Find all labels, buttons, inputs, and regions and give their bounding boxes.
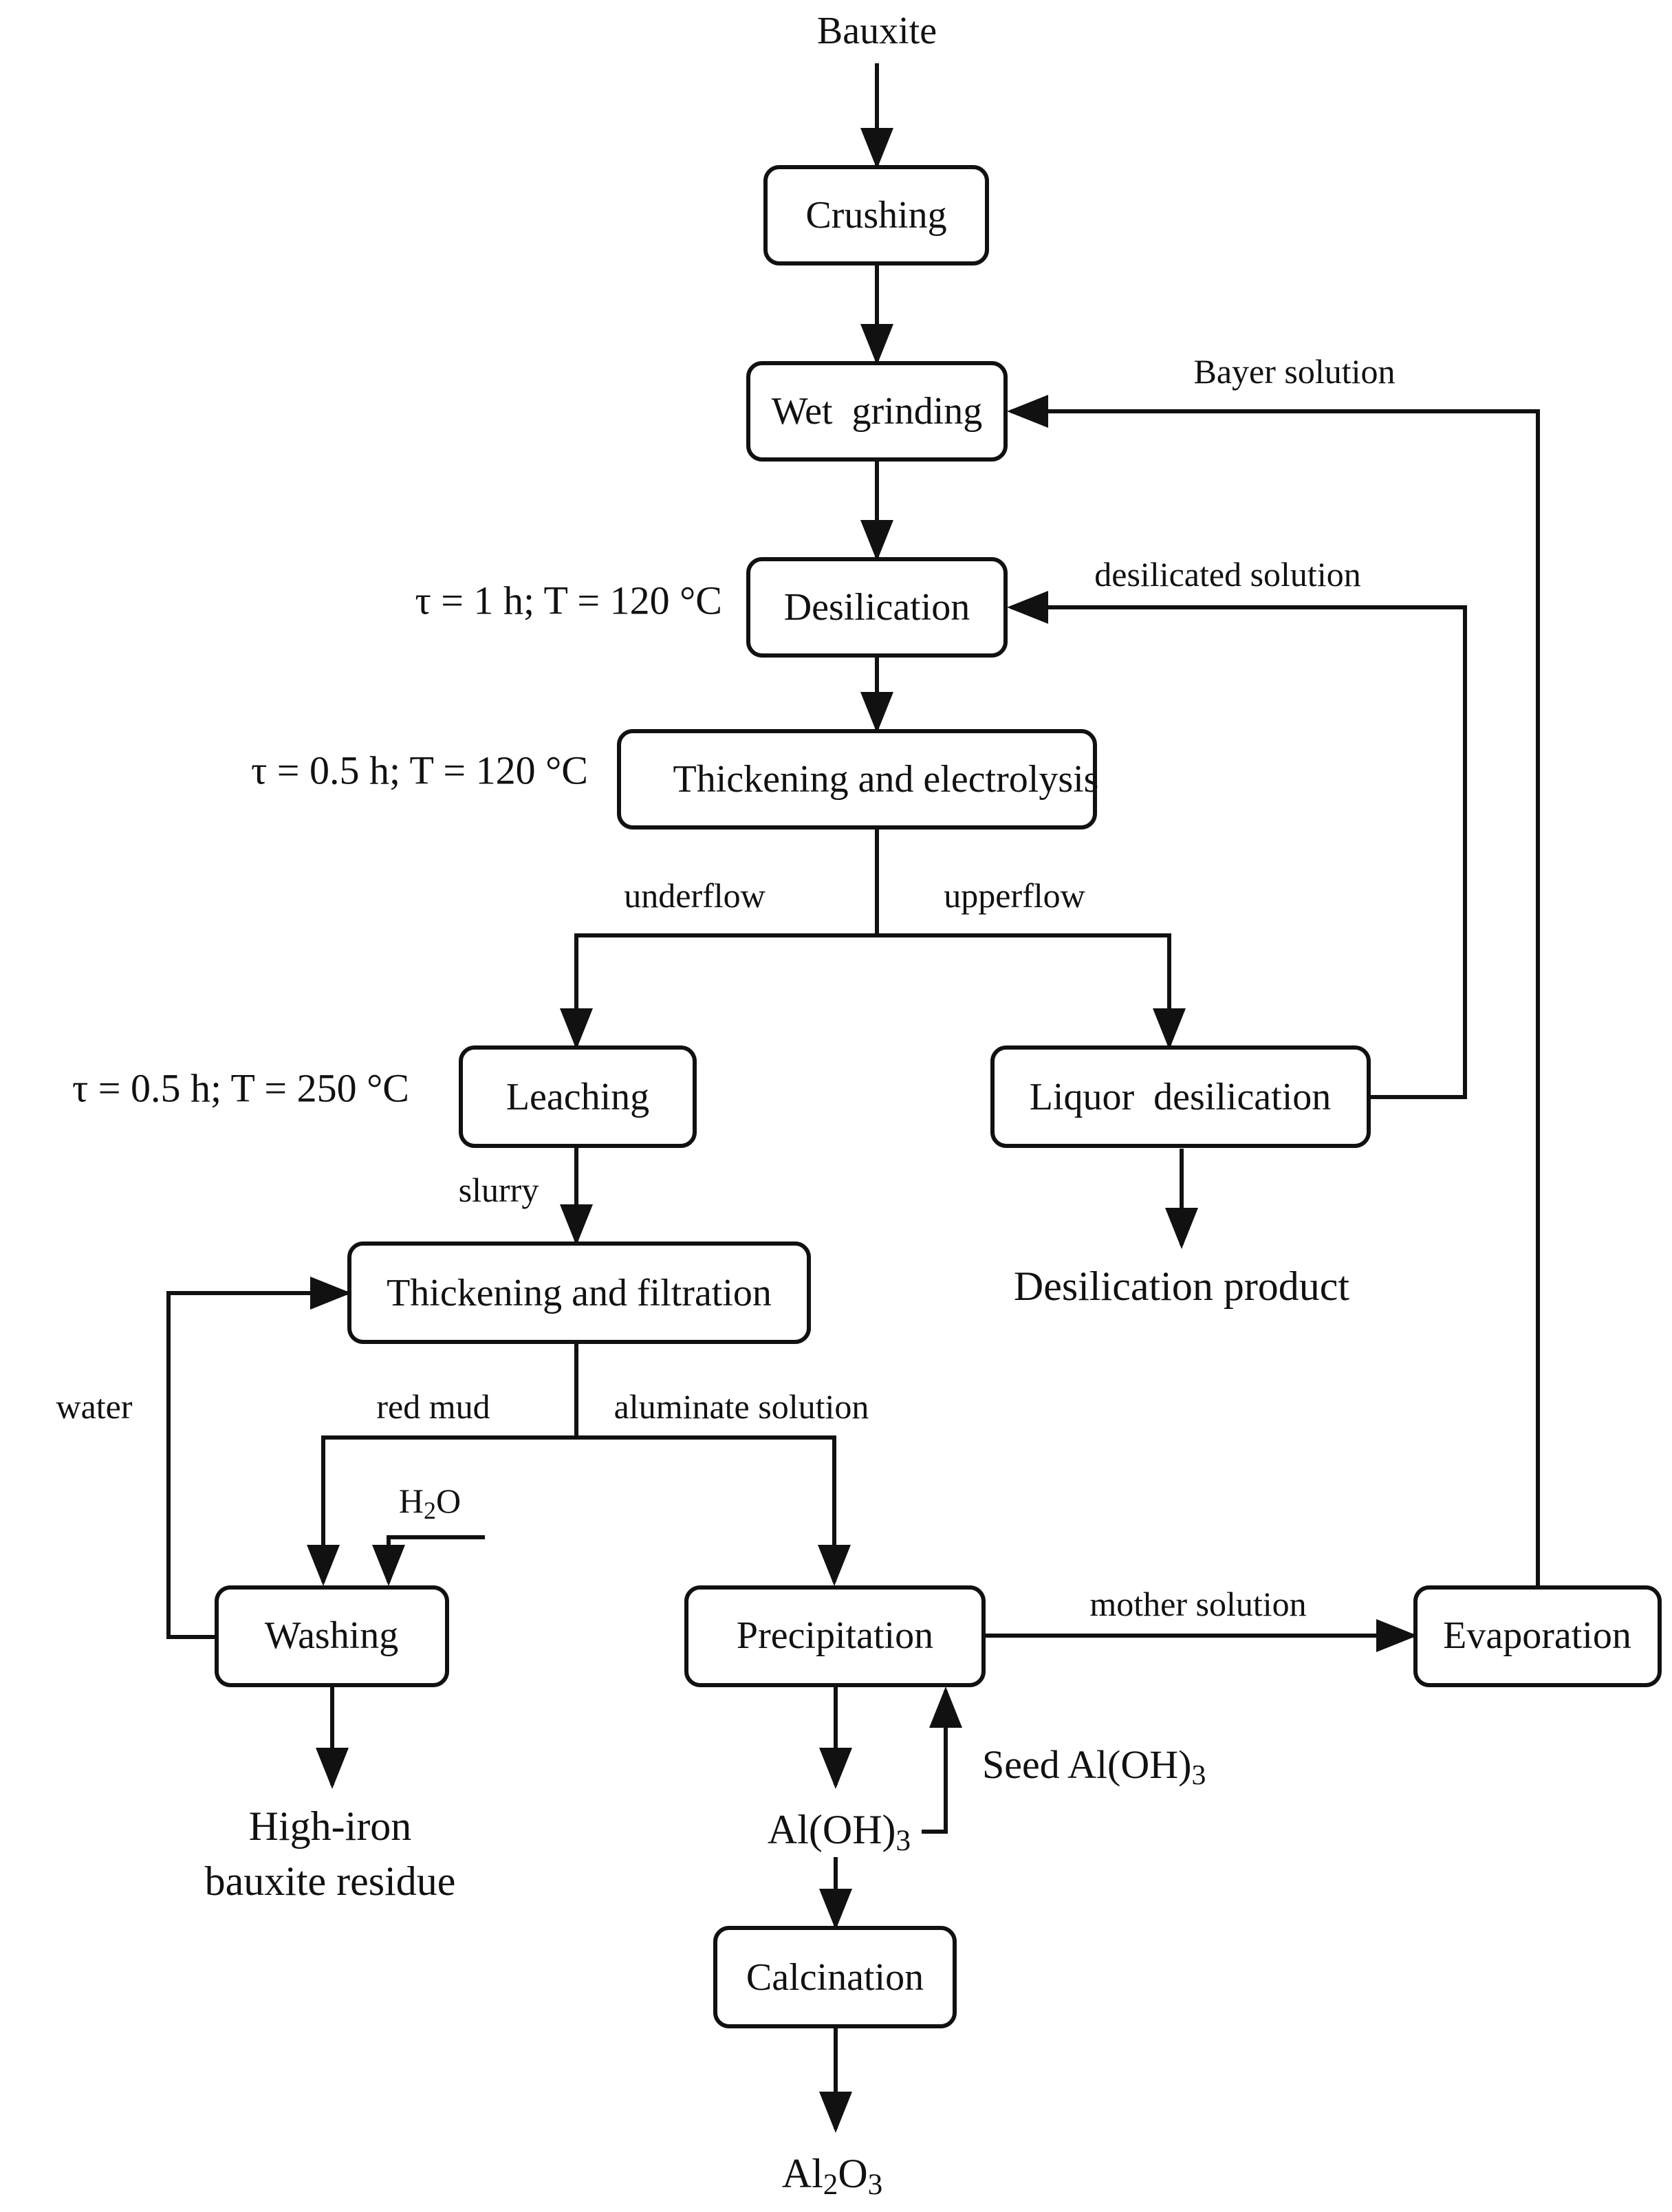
arrow-red-mud <box>307 1343 578 1586</box>
arrow-h2o <box>372 1535 485 1586</box>
arrow-aluminate-solution <box>576 1435 851 1586</box>
flow-h2o-main: H <box>399 1482 424 1520</box>
connectors <box>166 63 1540 2133</box>
output-aloh3-label: Al(OH)3 <box>768 1807 911 1857</box>
condition-thickening-label: τ = 0.5 h; T = 120 °C <box>251 748 588 793</box>
output-aloh3-sub: 3 <box>896 1825 911 1857</box>
flow-underflow-label: underflow <box>624 876 766 915</box>
node-liquor-desilication-label: Liquor desilication <box>1030 1076 1332 1118</box>
output-aloh3-main: Al(OH) <box>768 1807 896 1852</box>
node-precipitation: Precipitation <box>684 1585 986 1687</box>
arrow-bayer-solution <box>1007 395 1540 1585</box>
node-calcination: Calcination <box>713 1926 957 2028</box>
node-crushing-label: Crushing <box>805 194 946 237</box>
arrow-upperflow <box>877 933 1186 1050</box>
flow-red-mud-label: red mud <box>376 1387 490 1426</box>
output-desilication-product-label: Desilication product <box>1014 1264 1350 1309</box>
condition-leaching-label: τ = 0.5 h; T = 250 °C <box>72 1066 409 1111</box>
node-evaporation-label: Evaporation <box>1443 1614 1631 1657</box>
flow-water-label: water <box>56 1387 132 1426</box>
node-crushing: Crushing <box>763 165 989 265</box>
flow-h2o-tail: O <box>436 1482 461 1520</box>
flow-desilicated-solution-label: desilicated solution <box>1094 555 1360 594</box>
condition-desilication-label: τ = 1 h; T = 120 °C <box>415 578 722 623</box>
node-thickening-filtration-label: Thickening and filtration <box>387 1272 772 1314</box>
node-wet-grinding-label: Wet grinding <box>772 390 983 433</box>
flow-slurry-label: slurry <box>459 1171 539 1209</box>
output-al2o3-b: O <box>838 2151 867 2196</box>
arrow-water-recycle <box>166 1277 351 1639</box>
output-al2o3-label: Al2O3 <box>782 2151 883 2201</box>
arrow-desilicated-solution <box>1007 591 1467 1099</box>
output-al2o3-sub2: 3 <box>868 2169 883 2201</box>
flow-aluminate-solution-label: aluminate solution <box>614 1387 869 1426</box>
node-evaporation: Evaporation <box>1413 1585 1662 1687</box>
input-bauxite-label: Bauxite <box>817 10 937 52</box>
node-leaching-label: Leaching <box>506 1076 649 1118</box>
flow-seed-main: Seed Al(OH) <box>982 1742 1191 1787</box>
node-liquor-desilication: Liquor desilication <box>990 1045 1371 1148</box>
output-residue-line2-label: bauxite residue <box>205 1858 456 1904</box>
node-calcination-label: Calcination <box>746 1956 924 1999</box>
flow-seed-sub: 3 <box>1191 1759 1206 1791</box>
arrow-seed <box>922 1687 962 1834</box>
node-thickening-electrolysis: Thickening and electrolysis <box>617 729 1099 830</box>
output-al2o3-sub1: 2 <box>823 2169 838 2201</box>
flow-h2o-label: H2O <box>399 1482 461 1524</box>
arrow-underflow <box>560 829 879 1050</box>
flow-seed-label: Seed Al(OH)3 <box>982 1742 1206 1792</box>
node-leaching: Leaching <box>459 1045 697 1148</box>
node-wet-grinding: Wet grinding <box>746 361 1008 462</box>
flow-bayer-solution-label: Bayer solution <box>1193 352 1395 391</box>
flow-upperflow-label: upperflow <box>944 876 1085 915</box>
node-precipitation-label: Precipitation <box>737 1614 933 1657</box>
flow-mother-solution-label: mother solution <box>1089 1585 1306 1623</box>
node-washing-label: Washing <box>265 1614 399 1657</box>
node-desilication: Desilication <box>746 557 1008 658</box>
node-washing: Washing <box>215 1585 449 1687</box>
node-thickening-filtration: Thickening and filtration <box>347 1241 811 1344</box>
flow-h2o-sub: 2 <box>424 1497 436 1524</box>
node-desilication-label: Desilication <box>784 586 970 629</box>
output-residue-line1-label: High-iron <box>249 1803 412 1849</box>
output-al2o3-a: Al <box>782 2151 823 2196</box>
node-thickening-electrolysis-label: Thickening and electrolysis <box>673 758 1099 801</box>
